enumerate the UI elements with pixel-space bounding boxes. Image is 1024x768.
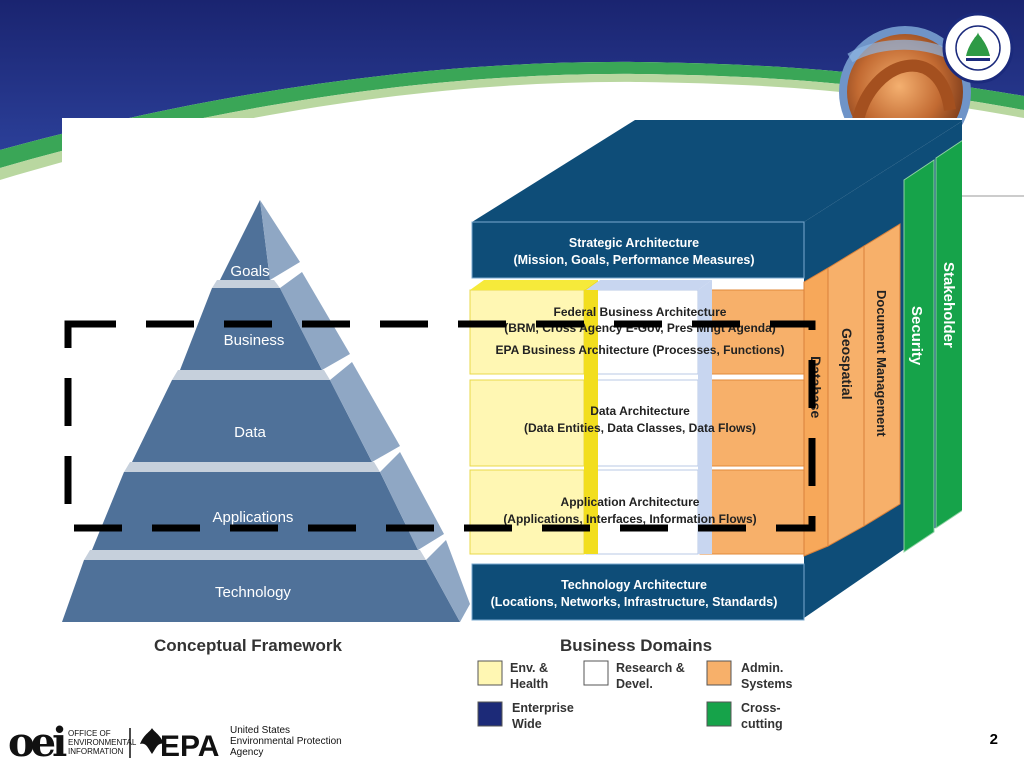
epa-line-1: United States	[230, 725, 290, 736]
oei-line-1: OFFICE OF	[68, 729, 111, 738]
legend-label-admin-1: Admin.	[741, 661, 783, 675]
footer-logos: oei OFFICE OF ENVIRONMENTAL INFORMATION …	[8, 719, 342, 766]
epa-flower-icon	[140, 728, 164, 754]
side-label-document-management: Document Management	[874, 290, 889, 437]
legend-swatch-admin	[706, 660, 732, 686]
domain-columns	[469, 280, 805, 555]
legend-label-env-health-2: Health	[510, 677, 548, 691]
data-architecture-subtitle: (Data Entities, Data Classes, Data Flows…	[524, 421, 756, 435]
slide-number: 2	[989, 731, 998, 748]
legend-swatch-crosscutting	[706, 701, 732, 727]
side-label-stakeholder: Stakeholder	[940, 262, 957, 348]
pyramid: Goals Business Data Applications Technol…	[62, 200, 470, 622]
oei-logo: oei OFFICE OF ENVIRONMENTAL INFORMATION	[8, 719, 137, 766]
security-slab	[903, 159, 935, 553]
cube-top-face	[472, 120, 962, 222]
legend-label-env-health-1: Env. &	[510, 661, 548, 675]
strategic-title: Strategic Architecture	[569, 236, 699, 250]
pyramid-label-data: Data	[234, 424, 266, 441]
epa-line-2: Environmental Protection	[230, 736, 342, 747]
technology-architecture-box	[471, 563, 805, 621]
epa-line-3: Agency	[230, 747, 263, 758]
pyramid-label-goals: Goals	[230, 263, 269, 280]
application-architecture-title: Application Architecture	[561, 495, 700, 509]
diagram-stage: Goals Business Data Applications Technol…	[62, 118, 962, 748]
pyramid-label-technology: Technology	[215, 584, 291, 601]
legend-label-crosscutting-2: cutting	[741, 717, 783, 731]
legend-label-research-2: Devel.	[616, 677, 653, 691]
side-label-security: Security	[908, 306, 925, 366]
architecture-cube: Strategic Architecture (Mission, Goals, …	[469, 120, 962, 621]
side-label-geospatial: Geospatial	[839, 328, 855, 400]
pyramid-caption: Conceptual Framework	[154, 636, 343, 655]
pyramid-layer-business	[180, 288, 322, 370]
oei-line-3: INFORMATION	[68, 747, 124, 756]
technology-title: Technology Architecture	[561, 578, 707, 592]
oei-line-2: ENVIRONMENTAL	[68, 738, 137, 747]
architecture-diagram: Goals Business Data Applications Technol…	[62, 120, 962, 731]
epa-mark: EPA	[160, 730, 219, 763]
legend-label-research-1: Research &	[616, 661, 685, 675]
epa-seal-icon	[942, 12, 1014, 84]
pyramid-layer-technology	[62, 560, 460, 622]
legend-swatch-env-health	[477, 660, 503, 686]
legend-swatch-research	[583, 660, 609, 686]
legend-label-crosscutting-1: Cross-	[741, 701, 781, 715]
legend-title: Business Domains	[560, 636, 712, 655]
stakeholder-slab	[935, 140, 962, 529]
epa-logo: EPA United States Environmental Protecti…	[140, 725, 342, 763]
application-architecture-subtitle: (Applications, Interfaces, Information F…	[503, 512, 756, 526]
business-line-1: Federal Business Architecture	[554, 305, 727, 319]
dashed-highlight-frame	[64, 320, 816, 532]
data-architecture-title: Data Architecture	[590, 404, 690, 418]
technology-subtitle: (Locations, Networks, Infrastructure, St…	[491, 595, 778, 609]
business-line-3: EPA Business Architecture (Processes, Fu…	[496, 343, 785, 357]
pyramid-label-business: Business	[224, 332, 285, 349]
legend-label-enterprise-1: Enterprise	[512, 701, 574, 715]
svg-text:oei: oei	[8, 719, 67, 766]
pyramid-layer-data	[132, 380, 372, 462]
pyramid-layer-goals	[220, 200, 270, 280]
legend: Business Domains Env. & Health Research …	[477, 636, 792, 731]
document-management-slab	[863, 223, 901, 527]
strategic-subtitle: (Mission, Goals, Performance Measures)	[513, 253, 754, 267]
legend-label-enterprise-2: Wide	[512, 717, 542, 731]
legend-swatch-enterprise	[477, 701, 503, 727]
strategic-architecture-box	[471, 221, 805, 279]
pyramid-label-applications: Applications	[213, 509, 294, 526]
legend-label-admin-2: Systems	[741, 677, 792, 691]
